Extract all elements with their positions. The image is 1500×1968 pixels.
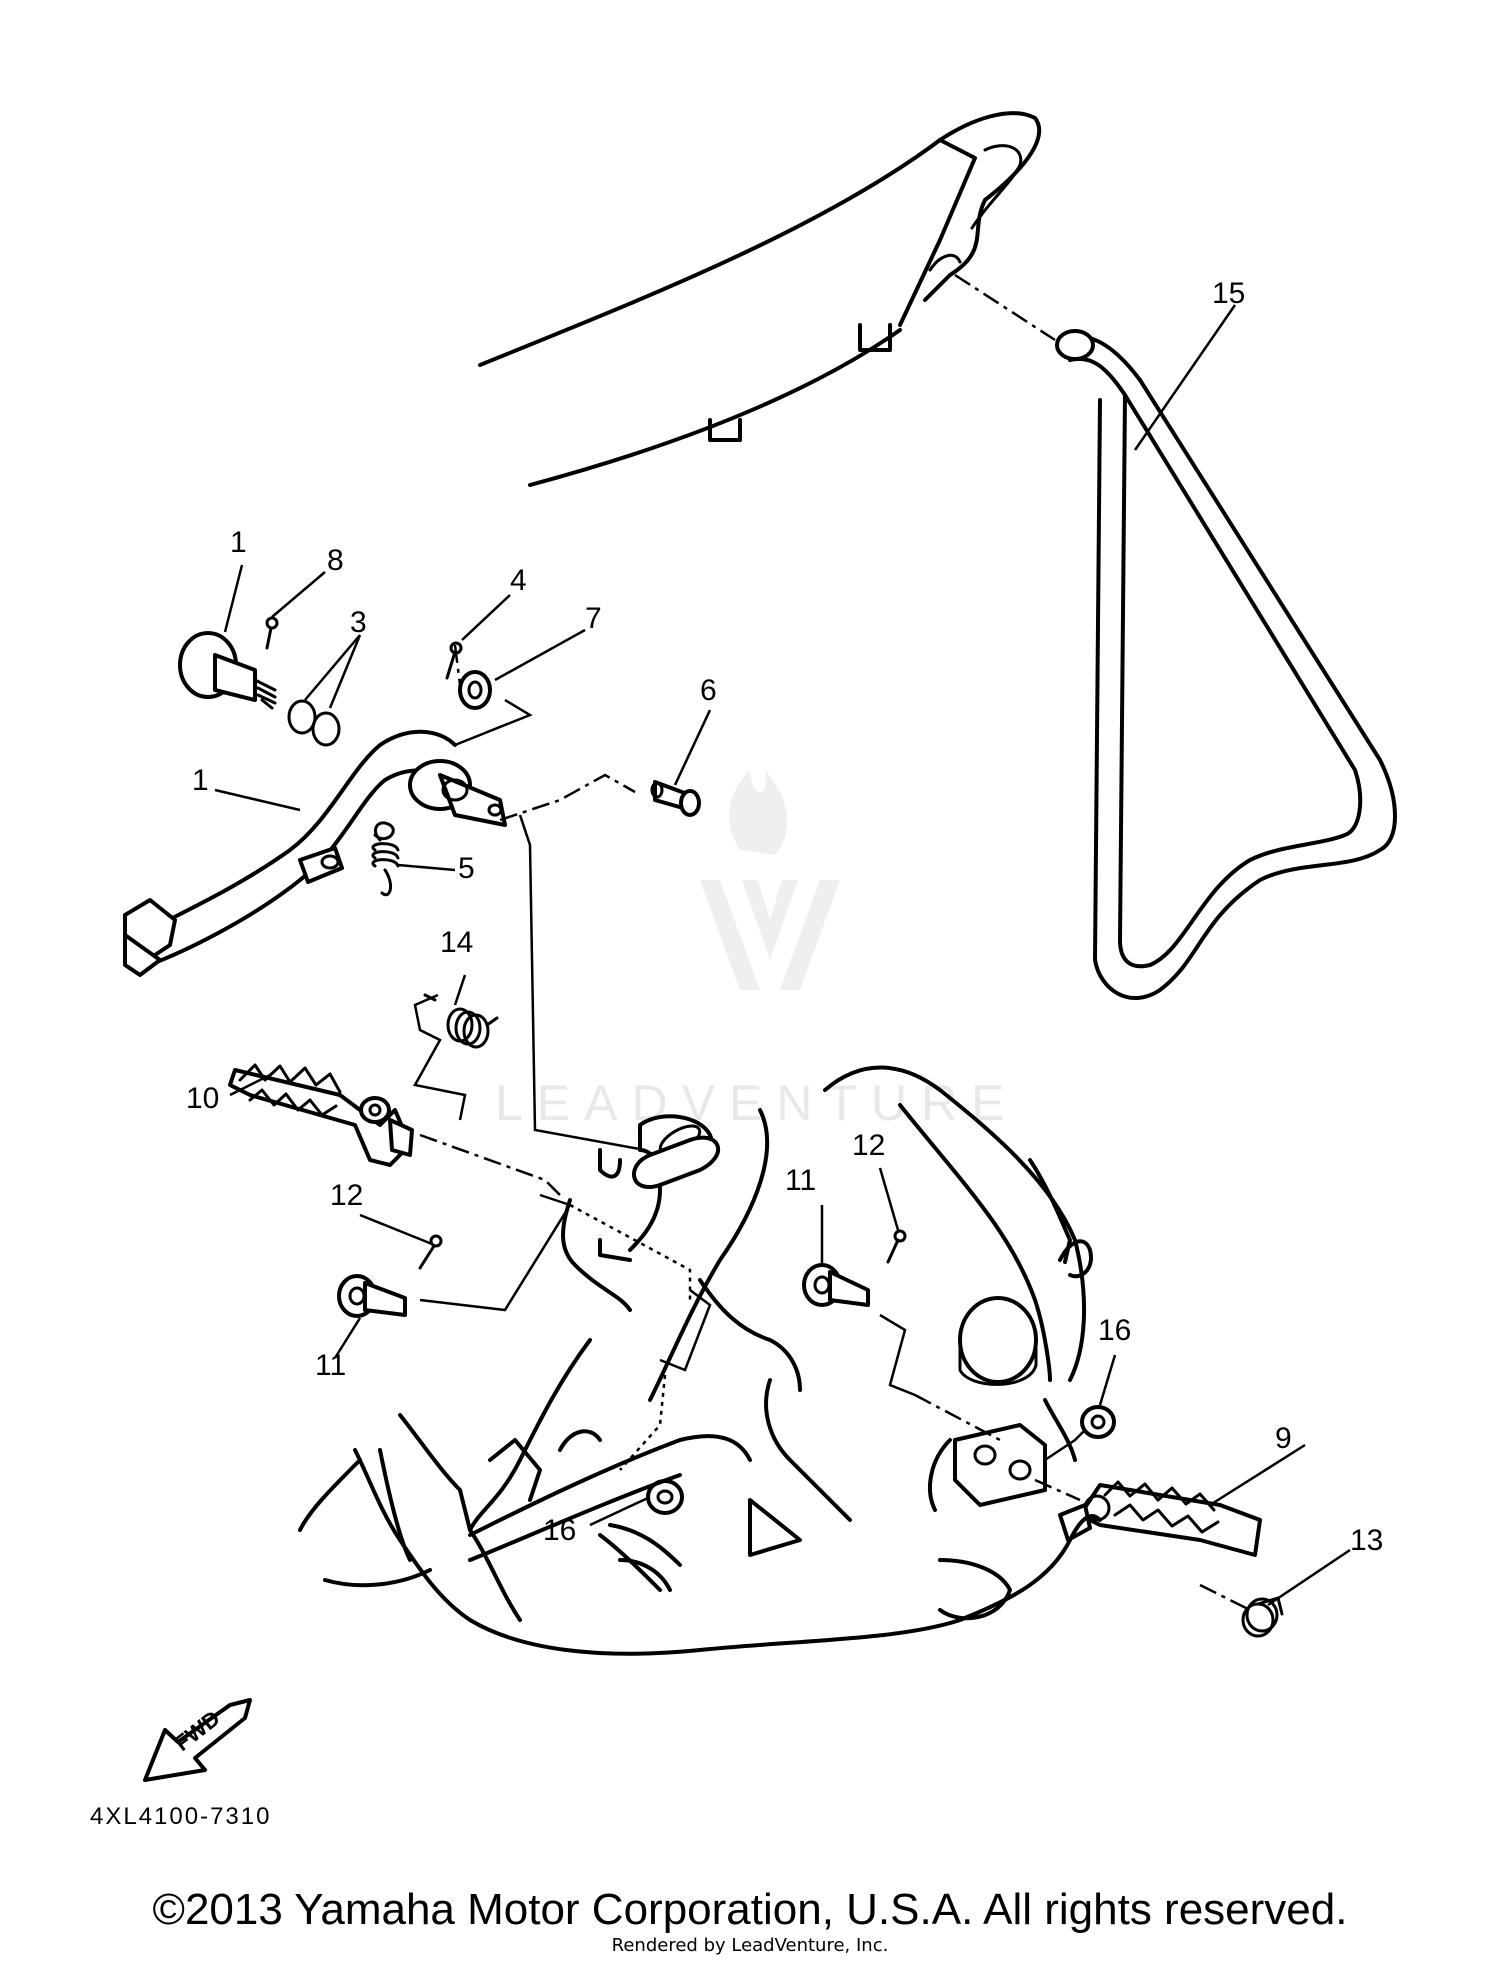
callout-11-right: 11 [785, 1164, 816, 1197]
copyright-notice: ©2013 Yamaha Motor Corporation, U.S.A. A… [152, 1885, 1348, 1934]
callout-13: 13 [1350, 1524, 1383, 1557]
engine-frame-outline [298, 1065, 1102, 1656]
clevis-pin [650, 780, 701, 817]
callout-6: 6 [700, 674, 717, 707]
callout-4: 4 [510, 564, 527, 597]
callout-16-left: 16 [543, 1514, 576, 1547]
callout-12-right: 12 [852, 1129, 885, 1162]
footrest-bracket [953, 1423, 1047, 1507]
pivot-shaft [178, 631, 277, 710]
stand-mount-collar [1055, 329, 1095, 361]
rear-stand [954, 273, 1397, 1001]
collar-washers [646, 1405, 1116, 1515]
callout-5: 5 [458, 852, 475, 885]
nut [1241, 1596, 1284, 1638]
brake-spring [371, 821, 400, 897]
callout-14: 14 [440, 926, 473, 959]
assembly-lines [413, 644, 1251, 1612]
callout-7: 7 [585, 602, 602, 635]
bolts [337, 1263, 870, 1318]
callout-15: 15 [1212, 277, 1245, 310]
o-rings [287, 699, 341, 747]
callout-10: 10 [186, 1082, 219, 1115]
callout-8: 8 [327, 544, 344, 577]
callout-1: 1 [192, 764, 209, 797]
callout-11-left: 11 [315, 1349, 346, 1382]
diagram-part-code: 4XL4100-7310 [90, 1803, 271, 1830]
footrest-left [228, 1063, 414, 1167]
fwd-direction-badge: FWD [143, 1698, 252, 1782]
callout-leaders [214, 304, 1351, 1607]
seat-frame-outline [478, 111, 1042, 487]
callout-9: 9 [1275, 1422, 1292, 1455]
footrest-right [1058, 1480, 1262, 1557]
rendered-by-notice: Rendered by LeadVenture, Inc. [611, 1935, 889, 1956]
callout-16-right: 16 [1098, 1314, 1131, 1347]
callout-12-left: 12 [330, 1179, 363, 1212]
callout-2: 1 [230, 526, 247, 559]
cotter-pins [265, 616, 907, 1270]
callout-3: 3 [350, 606, 367, 639]
brake-pedal [123, 729, 507, 977]
washer [458, 670, 492, 710]
callout-labels: 1 8 3 4 7 6 1 5 14 10 12 11 12 11 15 16 … [186, 277, 1383, 1557]
leadventure-watermark: LEADVENTURE [495, 770, 1019, 1131]
watermark-text: LEADVENTURE [495, 1075, 1019, 1131]
